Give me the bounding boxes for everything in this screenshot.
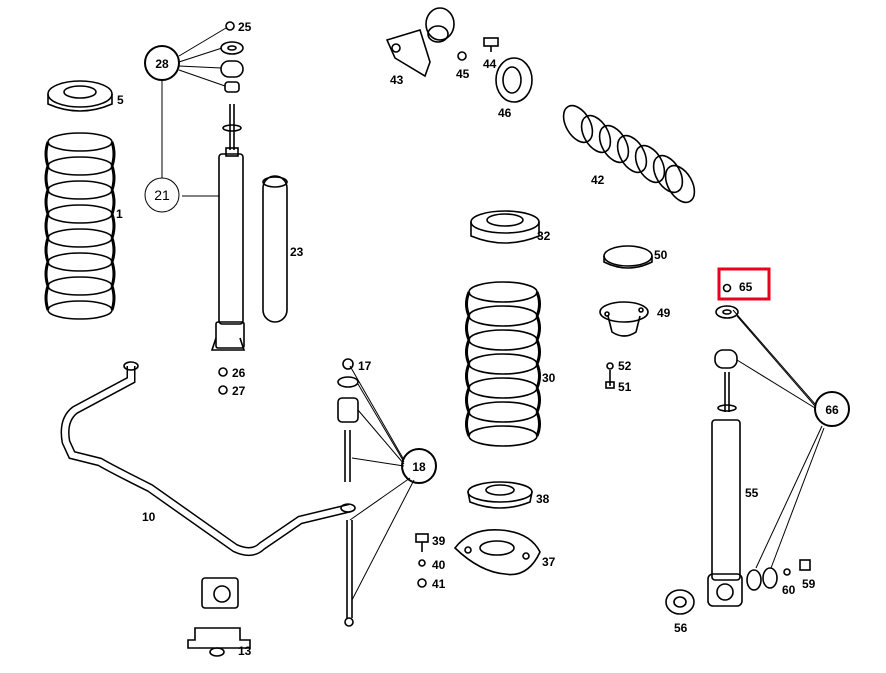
bracket-part-43 <box>385 7 455 78</box>
label-part-27: 27 <box>232 384 246 398</box>
label-part-30: 30 <box>542 371 556 385</box>
nut-part-45 <box>457 51 467 61</box>
label-part-5: 5 <box>117 93 124 107</box>
bolt-part-44 <box>483 37 499 52</box>
bushing-part-56 <box>665 589 695 615</box>
label-part-42: 42 <box>591 173 605 187</box>
label-part-17: 17 <box>358 359 372 373</box>
upper-mount-parts <box>220 21 244 93</box>
label-part-26: 26 <box>232 366 246 380</box>
mount-part-46 <box>495 57 533 103</box>
label-part-49: 49 <box>657 306 671 320</box>
spring-seat-part-38 <box>467 481 533 509</box>
label-part-23: 23 <box>290 245 304 259</box>
label-part-38: 38 <box>536 492 550 506</box>
label-part-50: 50 <box>654 248 668 262</box>
label-part-60: 60 <box>782 583 796 597</box>
leader-lines <box>161 27 825 601</box>
label-part-40: 40 <box>432 558 446 572</box>
label-part-1: 1 <box>116 207 123 221</box>
label-part-44: 44 <box>483 57 497 71</box>
highlight-box-part-65 <box>717 267 771 301</box>
label-part-41: 41 <box>432 577 446 591</box>
label-part-46: 46 <box>498 106 512 120</box>
label-part-45: 45 <box>456 67 470 81</box>
coil-spring-part-42 <box>562 104 696 204</box>
label-part-18: 18 <box>412 460 426 474</box>
label-part-21: 21 <box>154 187 170 203</box>
cap-part-50 <box>603 245 653 269</box>
mount-part-49 <box>599 301 649 337</box>
label-part-51: 51 <box>618 380 632 394</box>
washer-parts-59-60 <box>746 559 811 591</box>
label-part-52: 52 <box>618 359 632 373</box>
label-part-13: 13 <box>238 644 252 658</box>
label-part-59: 59 <box>802 577 816 591</box>
spring-plate-part-37 <box>453 529 541 576</box>
spring-seat-part-32 <box>470 210 540 244</box>
label-part-10: 10 <box>142 510 156 524</box>
spring-seat-part-5 <box>47 80 113 112</box>
bolts-part-39-41 <box>415 533 429 588</box>
label-part-25: 25 <box>238 20 252 34</box>
shock-absorber-part-21 <box>210 104 246 351</box>
link-parts-part-17 <box>337 358 359 627</box>
label-part-28: 28 <box>155 57 169 71</box>
shock-absorber-part-55 <box>707 283 743 607</box>
bolts-part-51-52 <box>605 362 615 389</box>
label-part-37: 37 <box>542 555 556 569</box>
label-part-43: 43 <box>390 73 404 87</box>
label-part-32: 32 <box>537 229 551 243</box>
label-part-66: 66 <box>825 403 839 417</box>
label-part-56: 56 <box>674 621 688 635</box>
bump-stop-tube-part-23 <box>262 175 288 323</box>
label-part-39: 39 <box>432 534 446 548</box>
coil-spring-part-1 <box>44 132 116 320</box>
label-part-65: 65 <box>739 280 753 294</box>
stabilizer-bar-part-10 <box>60 361 356 556</box>
bushing-part-13 <box>187 577 251 657</box>
lower-mount-parts <box>218 367 228 395</box>
coil-spring-part-30 <box>465 281 541 447</box>
label-part-55: 55 <box>745 486 759 500</box>
